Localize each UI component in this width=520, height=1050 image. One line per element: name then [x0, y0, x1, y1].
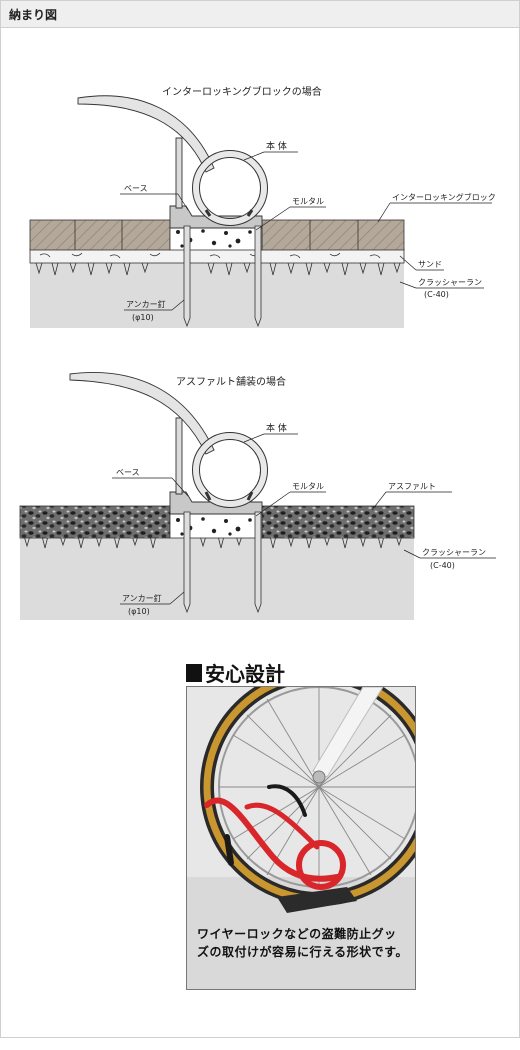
label-anchor: アンカー釘: [122, 593, 162, 603]
bicycle-stand: [204, 784, 346, 890]
bicycle-fork: [312, 687, 384, 778]
label-crusher-spec: (C-40): [430, 561, 455, 570]
label-surface: アスファルト: [388, 482, 436, 491]
anchor-nail-right: [254, 225, 262, 328]
stand-base: [277, 887, 357, 913]
stand-ring-inner: [193, 433, 267, 507]
section-title: 納まり図: [9, 8, 58, 22]
label-base: ベース: [124, 184, 148, 193]
label-crusher-spec: (C-40): [424, 290, 449, 299]
safety-heading: 安心設計: [186, 658, 285, 687]
anchor-nail-left: [183, 225, 191, 328]
sand-layer: [29, 248, 405, 264]
crusher-run-layer: [30, 262, 404, 328]
heading-square-icon: [186, 663, 202, 682]
label-anchor: アンカー釘: [126, 299, 166, 309]
label-surface: インターロッキングブロック: [392, 192, 496, 202]
label-anchor-spec: (φ10): [132, 313, 154, 322]
anchor-nail-left: [183, 511, 191, 614]
mortar-dots: [176, 517, 252, 536]
diagram1-title: インターロッキングブロックの場合: [162, 85, 322, 98]
interlocking-block-layer: [29, 219, 171, 251]
stand-arm: [77, 95, 215, 173]
stand-ring-inner: [193, 151, 267, 225]
diagram2-title: アスファルト舗装の場合: [176, 375, 286, 388]
crusher-spikes: [35, 252, 401, 276]
label-anchor-spec: (φ10): [128, 607, 150, 616]
interlocking-block-layer-right: [261, 219, 405, 251]
safety-title-text: 安心設計: [205, 662, 285, 686]
asphalt-layer-right: [261, 505, 415, 539]
bicycle-in-stand-illustration: [187, 687, 415, 989]
crusher-spikes: [23, 535, 403, 549]
anchor-nail-right: [254, 511, 262, 614]
crusher-run-layer: [20, 536, 414, 620]
section-header: 納まり図: [1, 1, 519, 28]
label-sand: サンド: [418, 260, 442, 269]
stand-post: [175, 137, 183, 209]
safety-caption: ワイヤーロックなどの盗難防止グッズの取付けが容易に行える形状です。: [197, 927, 408, 959]
stand-arm: [69, 372, 215, 455]
label-body: 本 体: [266, 140, 287, 152]
safety-photo: ワイヤーロックなどの盗難防止グッズの取付けが容易に行える形状です。: [186, 686, 416, 990]
label-crusher: クラッシャーラン: [422, 548, 486, 557]
label-base: ベース: [116, 468, 140, 477]
label-body: 本 体: [266, 422, 287, 434]
label-mortar: モルタル: [292, 197, 324, 206]
stand-post: [175, 417, 183, 495]
asphalt-layer: [19, 505, 171, 539]
diagram-asphalt: アスファルト舗装の場合 本 体 ベース モルタル アスファルト クラッシャーラン…: [19, 372, 496, 620]
diagram-interlocking: インターロッキングブロックの場合 本 体 ベース モルタル インターロ: [29, 85, 496, 328]
label-mortar: モルタル: [292, 482, 324, 491]
label-crusher: クラッシャーラン: [418, 278, 482, 287]
